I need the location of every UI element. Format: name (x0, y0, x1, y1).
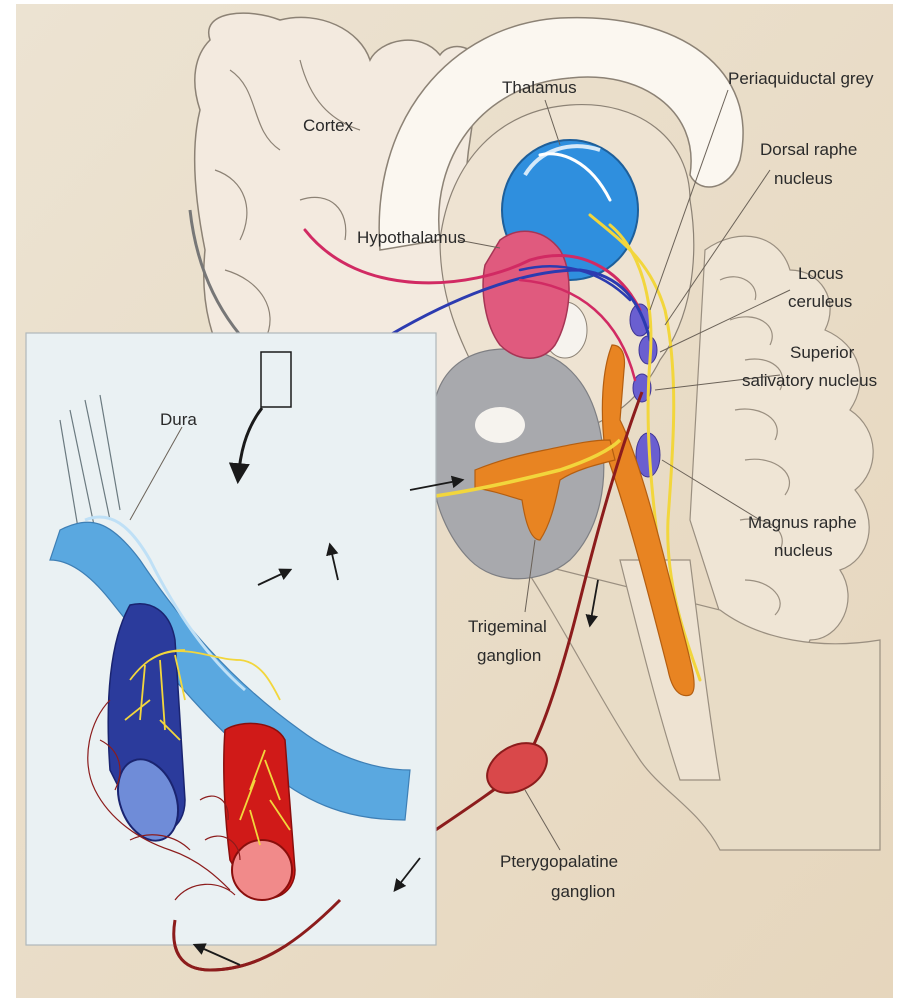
label-trigeminal-ganglion: ganglion (477, 646, 541, 665)
label-pterygopalatine-ganglion: ganglion (551, 882, 615, 901)
label-ceruleus: ceruleus (788, 292, 852, 311)
label-superior: Superior (790, 343, 855, 362)
label-dorsal-raphe-nucleus: nucleus (774, 169, 833, 188)
label-magnus-raphe: Magnus raphe (748, 513, 857, 532)
label-locus: Locus (798, 264, 843, 283)
label-trigeminal: Trigeminal (468, 617, 547, 636)
label-magnus-raphe-nucleus: nucleus (774, 541, 833, 560)
locus-ceruleus-nucleus (639, 336, 657, 364)
label-dorsal-raphe: Dorsal raphe (760, 140, 857, 159)
label-dura: Dura (160, 410, 197, 429)
label-salivatory-nucleus: salivatory nucleus (742, 371, 877, 390)
label-pterygopalatine: Pterygopalatine (500, 852, 618, 871)
label-hypothalamus: Hypothalamus (357, 228, 466, 247)
meningeal-artery-lumen (232, 840, 292, 900)
label-thalamus: Thalamus (502, 78, 577, 97)
hypothalamus (483, 231, 569, 358)
label-periaqueductal-grey: Periaquiductal grey (728, 69, 874, 88)
pons-cavity (475, 407, 525, 443)
label-cortex: Cortex (303, 116, 354, 135)
